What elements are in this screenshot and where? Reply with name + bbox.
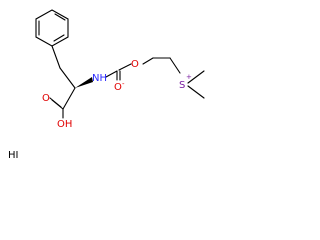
- benzyl-bonds: [51, 45, 76, 89]
- carbonyl-o-label: O: [114, 82, 122, 93]
- ester-o-label: O: [131, 59, 139, 70]
- structure-diagram: NH O - O S + O OH HI: [8, 9, 205, 161]
- carbonyl-bonds: [116, 70, 121, 81]
- acid-oh-label: OH: [57, 119, 72, 130]
- carboxyl-bonds: [49, 87, 76, 119]
- sulfur-charge: +: [186, 73, 192, 81]
- amide-n-label: NH: [92, 73, 107, 84]
- benzene-ring: [35, 9, 69, 47]
- carbonyl-charge: -: [122, 80, 125, 88]
- sulfur-methyls: [187, 70, 205, 99]
- stereo-wedge: [75, 77, 93, 88]
- counter-ion-label: HI: [8, 150, 18, 161]
- ethyl-chain: [142, 57, 181, 74]
- n-c-bond: [105, 70, 118, 78]
- sulfur-label: S: [179, 80, 185, 91]
- c-o-ester-bond: [118, 63, 132, 71]
- acid-o-label: O: [42, 93, 50, 104]
